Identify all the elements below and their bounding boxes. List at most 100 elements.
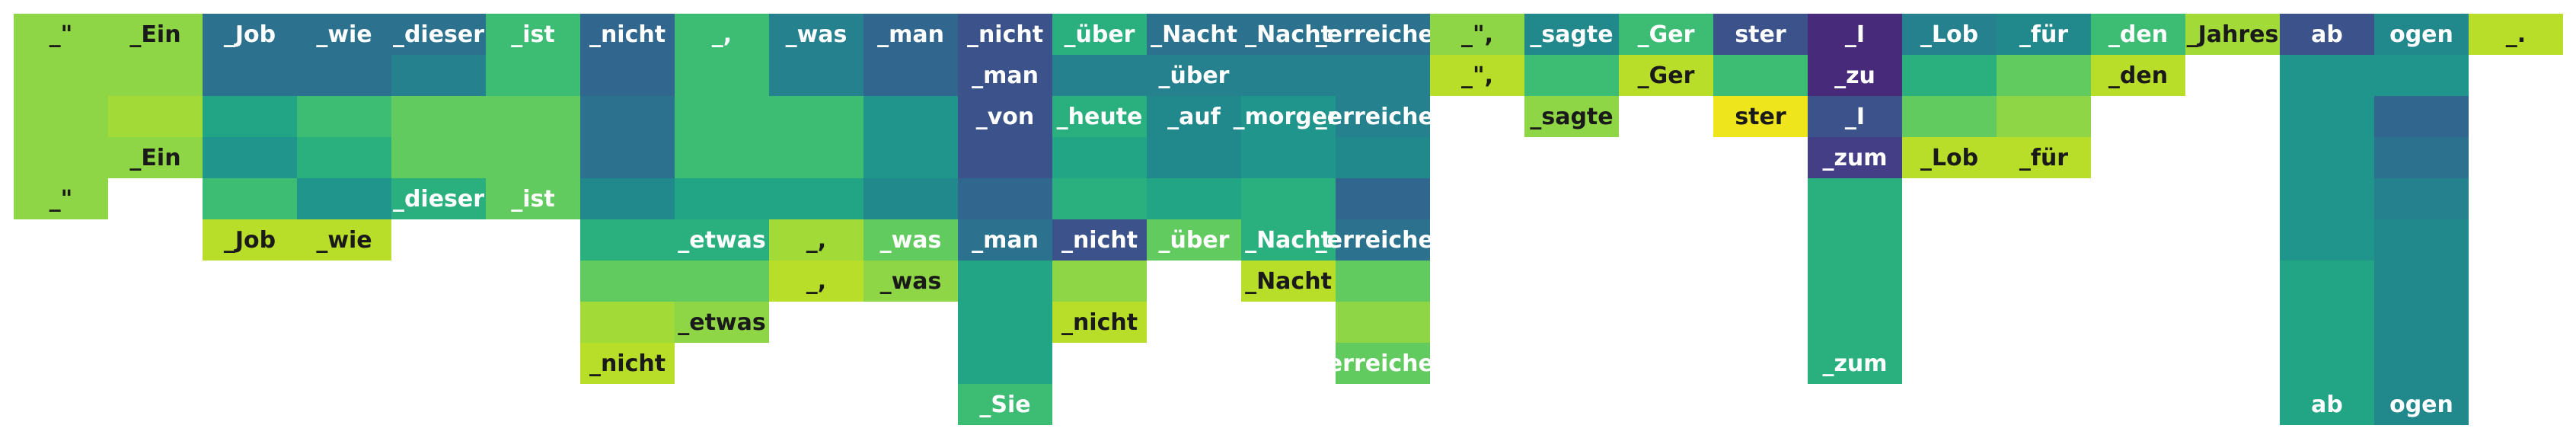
token-cell: [297, 55, 391, 96]
token-cell: [769, 96, 863, 137]
token-cell: [1997, 96, 2091, 137]
token-cell: [580, 178, 675, 219]
token-cell: _man: [958, 219, 1052, 261]
token-cell: _was: [769, 14, 863, 55]
token-cell: _erreichen: [1316, 343, 1450, 384]
token-cell: [580, 96, 675, 137]
token-cell: [2280, 302, 2374, 343]
token-cell: _,: [769, 219, 863, 261]
token-cell: [391, 96, 486, 137]
token-cell: [675, 178, 769, 219]
token-cell: [1336, 261, 1430, 302]
token-cell: [1808, 219, 1902, 261]
token-cell: [580, 219, 675, 261]
token-cell: _für: [1997, 137, 2091, 178]
token-cell: [203, 55, 297, 96]
token-cell: [108, 55, 203, 96]
token-cell: _morgen: [1234, 96, 1343, 137]
token-cell: [1336, 178, 1430, 219]
token-cell: [1336, 302, 1430, 343]
token-cell: _",: [1430, 55, 1524, 96]
token-cell: [486, 55, 580, 96]
token-cell: ab: [2280, 14, 2374, 55]
token-cell: [863, 96, 958, 137]
token-cell: [14, 96, 108, 137]
token-cell: _auf: [1147, 96, 1241, 137]
token-cell: ogen: [2374, 384, 2469, 425]
token-cell: _erreichen: [1316, 219, 1450, 261]
token-cell: [580, 261, 675, 302]
token-cell: [958, 343, 1052, 384]
token-cell: [2280, 96, 2374, 137]
token-cell: [1147, 137, 1241, 178]
token-cell: _heute: [1052, 96, 1147, 137]
token-cell: _Ger: [1619, 55, 1713, 96]
token-cell: _nicht: [958, 14, 1052, 55]
token-cell: [1902, 96, 1997, 137]
token-cell: _man: [863, 14, 958, 55]
token-cell: _Lob: [1902, 14, 1997, 55]
token-cell: [1052, 55, 1147, 96]
token-cell: [580, 55, 675, 96]
token-cell: _erreichen: [1316, 96, 1450, 137]
token-cell: _Lob: [1902, 137, 1997, 178]
token-cell: [769, 137, 863, 178]
token-cell: [2280, 219, 2374, 261]
token-cell: [958, 178, 1052, 219]
token-cell: _für: [1997, 14, 2091, 55]
token-cell: _was: [863, 219, 958, 261]
token-cell: _",: [1430, 14, 1524, 55]
token-cell: _Job: [203, 14, 297, 55]
token-cell: [2280, 137, 2374, 178]
token-cell: _I: [1808, 96, 1902, 137]
token-cell: [14, 137, 108, 178]
token-cell: [297, 96, 391, 137]
token-cell: _": [14, 14, 108, 55]
token-cell: _was: [863, 261, 958, 302]
token-cell: [486, 96, 580, 137]
token-cell: [297, 137, 391, 178]
token-cell: _wie: [297, 14, 391, 55]
token-cell: _zum: [1808, 343, 1902, 384]
token-cell: [1336, 55, 1430, 96]
token-cell: _ist: [486, 178, 580, 219]
token-cell: [391, 137, 486, 178]
token-cell: [1808, 261, 1902, 302]
token-cell: _sagte: [1524, 14, 1619, 55]
token-cell: [1241, 55, 1336, 96]
token-cell: _Ein: [108, 14, 203, 55]
token-cell: [2374, 96, 2469, 137]
token-cell: _Nacht: [1147, 14, 1241, 55]
token-cell: _nicht: [580, 14, 675, 55]
token-cell: [2374, 343, 2469, 384]
token-cell: _von: [958, 96, 1052, 137]
token-cell: _dieser: [391, 14, 486, 55]
token-cell: _": [14, 178, 108, 219]
token-cell: _den: [2091, 14, 2185, 55]
token-cell: [2374, 178, 2469, 219]
token-cell: [2280, 55, 2374, 96]
token-cell: [297, 178, 391, 219]
token-cell: _sagte: [1524, 96, 1619, 137]
token-cell: ster: [1713, 96, 1808, 137]
token-cell: [1336, 137, 1430, 178]
token-cell: [1052, 261, 1147, 302]
token-cell: [1713, 55, 1808, 96]
token-cell: [769, 178, 863, 219]
token-cell: [863, 55, 958, 96]
token-cell: _über: [1147, 219, 1241, 261]
token-cell: _,: [675, 14, 769, 55]
token-cell: [1241, 178, 1336, 219]
token-cell: [1808, 302, 1902, 343]
token-cell: _Nacht: [1241, 219, 1336, 261]
token-cell: [675, 261, 769, 302]
token-cell: _Nacht: [1241, 14, 1336, 55]
token-cell: ogen: [2374, 14, 2469, 55]
token-cell: [1052, 137, 1147, 178]
token-cell: _zu: [1808, 55, 1902, 96]
token-cell: _Ein: [108, 137, 203, 178]
token-cell: _wie: [297, 219, 391, 261]
token-cell: [108, 96, 203, 137]
token-cell: _zum: [1808, 137, 1902, 178]
token-cell: _Jahres: [2185, 14, 2280, 55]
